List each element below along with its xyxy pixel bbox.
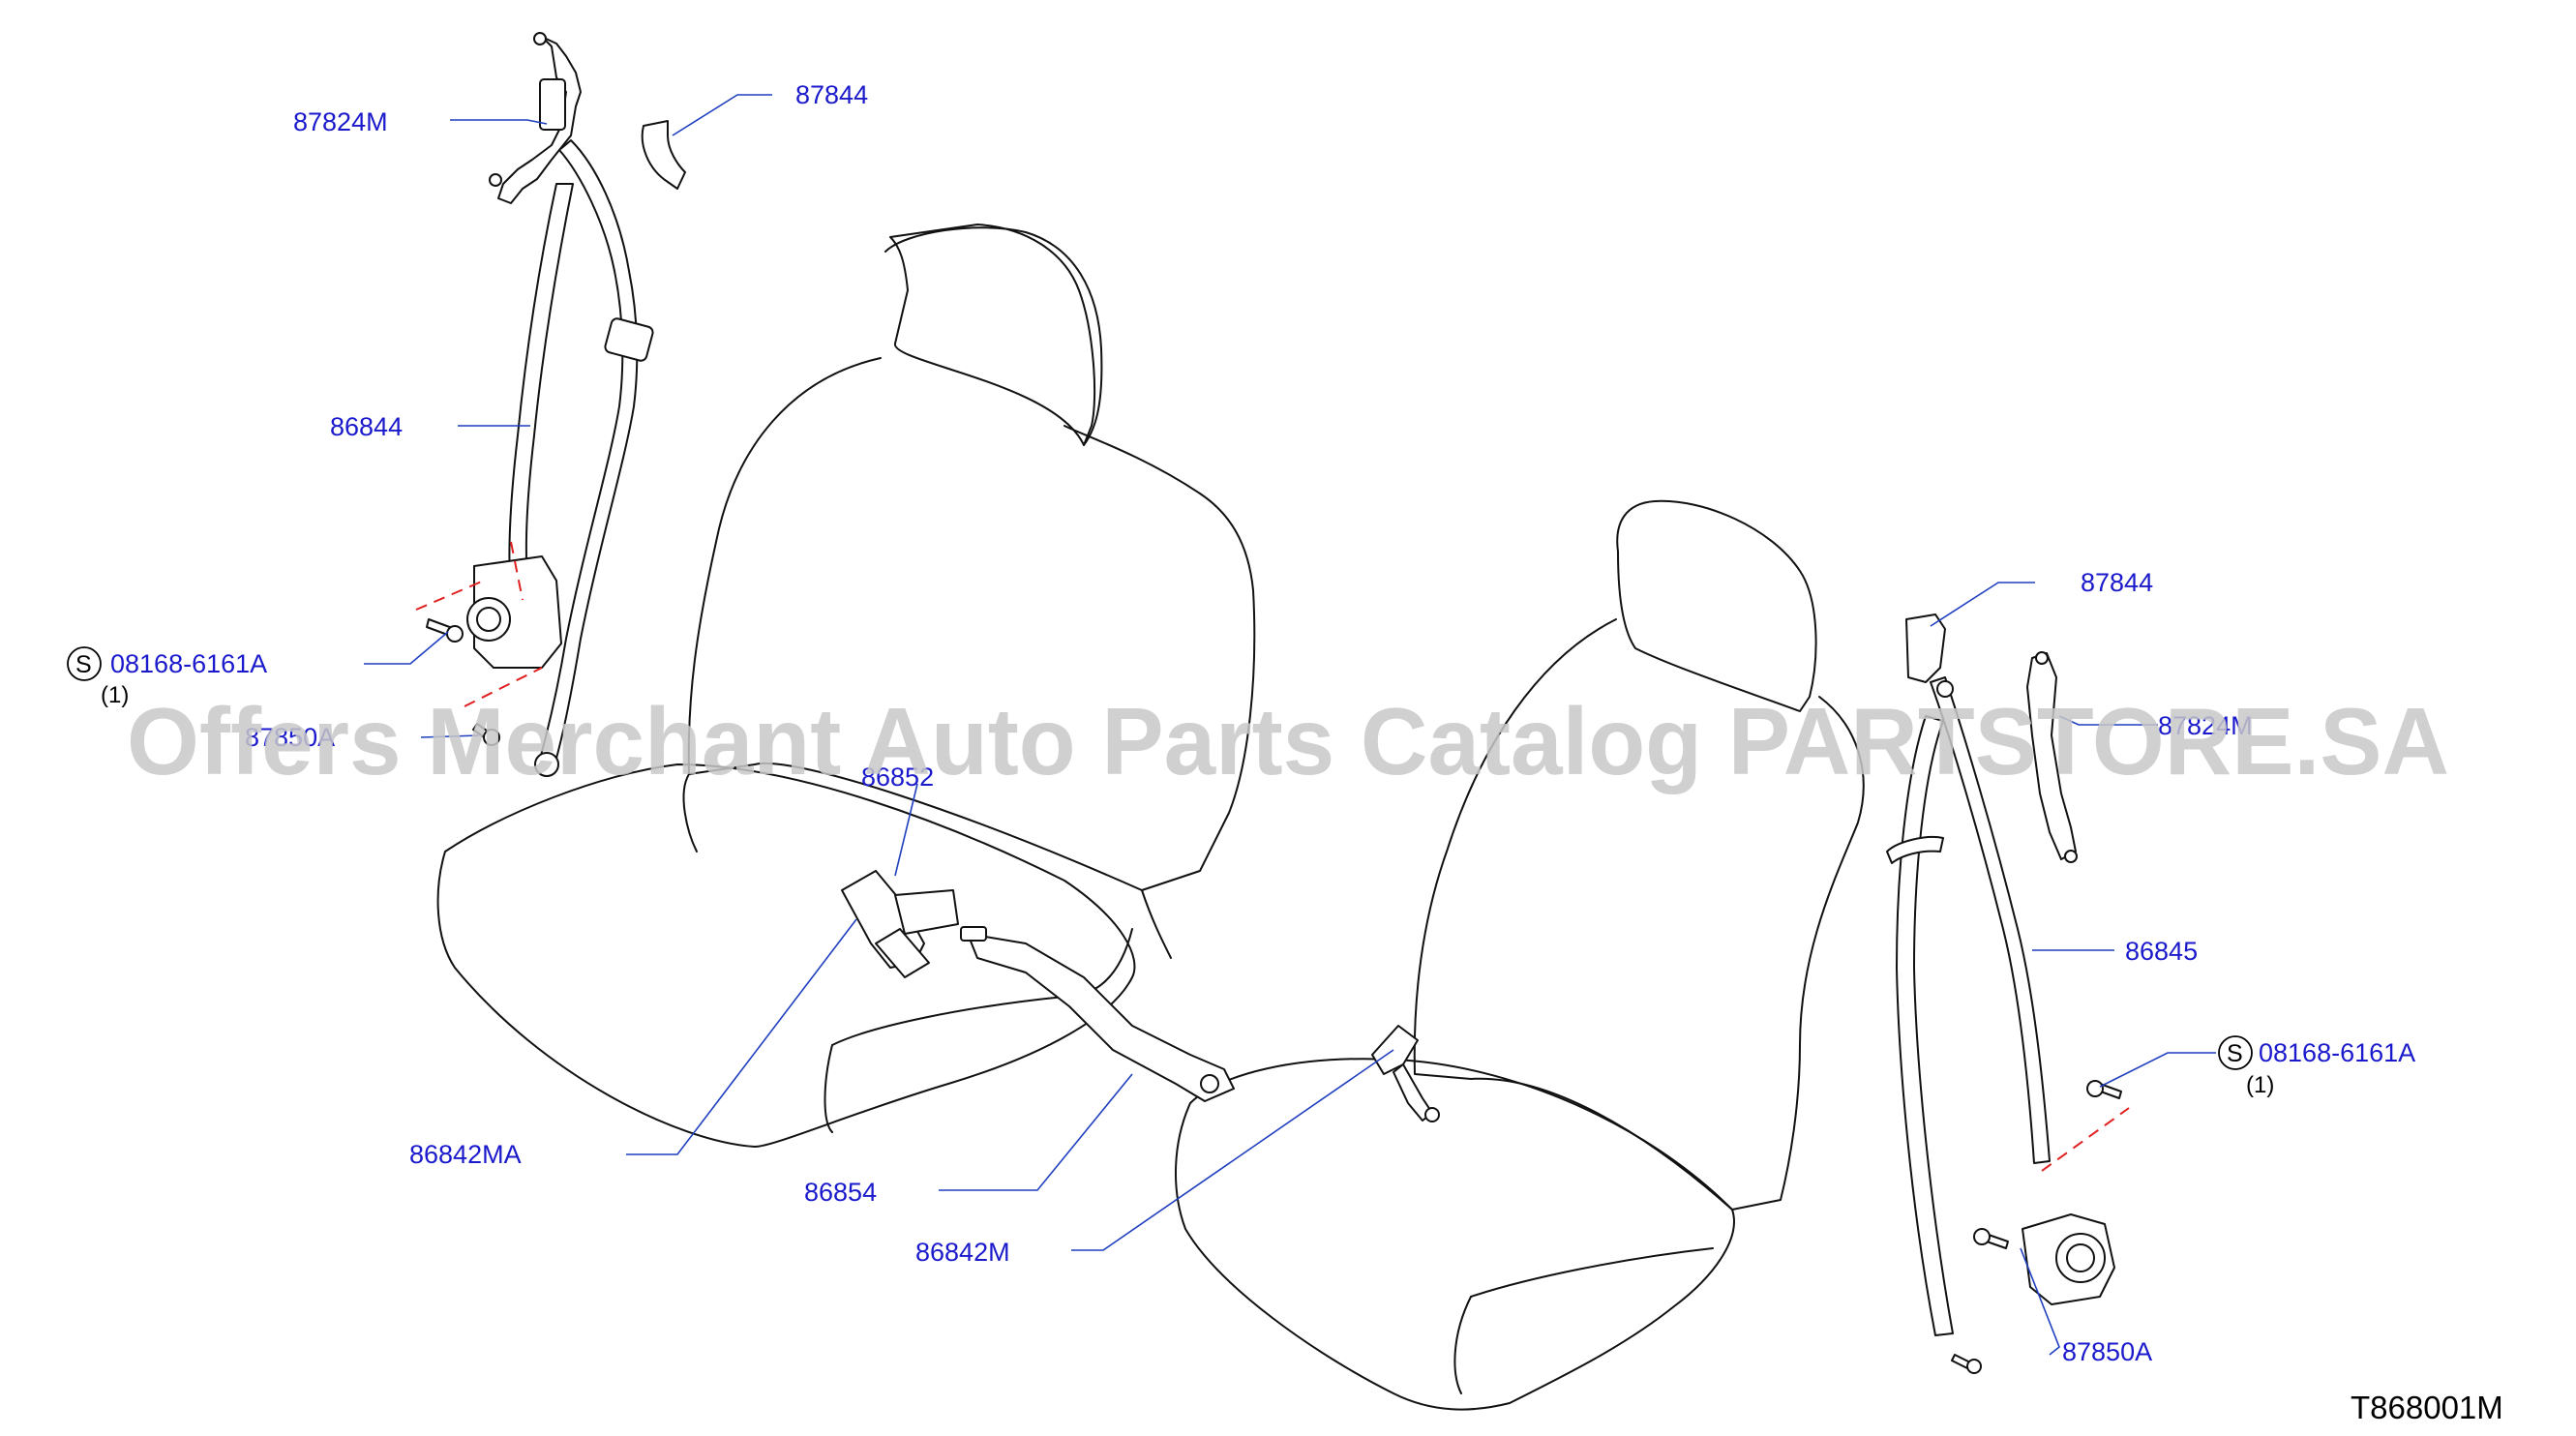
standard-part-symbol-left	[67, 646, 102, 681]
standard-part-symbol-left-label: S	[75, 651, 92, 678]
diagram-code: T868001M	[2351, 1390, 2503, 1425]
callout-86854: 86854	[804, 1178, 877, 1207]
callout-08168-6161A-right: 08168-6161A	[2259, 1038, 2415, 1067]
callout-86852: 86852	[861, 763, 934, 792]
callout-86844: 86844	[330, 412, 403, 441]
callout-87824M-left: 87824M	[293, 107, 388, 136]
callout-87850A-left: 87850A	[245, 723, 335, 752]
quantity-left: (1)	[101, 682, 129, 708]
left-seat-belt-assembly	[415, 32, 686, 777]
callout-87844-right: 87844	[2081, 568, 2153, 597]
callout-86842MA: 86842MA	[409, 1140, 522, 1169]
watermark: Offers Merchant Auto Parts Catalog PARTS…	[127, 688, 2449, 794]
callout-08168-6161A-left: 08168-6161A	[110, 649, 267, 678]
callout-87824M-right: 87824M	[2158, 711, 2253, 740]
callout-86842M: 86842M	[915, 1238, 1010, 1267]
standard-part-symbol-right	[2218, 1035, 2253, 1070]
right-seat-belt-assembly	[1886, 613, 2130, 1374]
callout-87844-left: 87844	[795, 80, 868, 109]
center-buckle-assemblies	[841, 870, 1440, 1122]
callout-86845: 86845	[2125, 937, 2198, 966]
right-seat	[1175, 499, 1865, 1411]
callout-87850A-right: 87850A	[2062, 1337, 2152, 1366]
quantity-right: (1)	[2246, 1072, 2274, 1098]
standard-part-symbol-right-label: S	[2227, 1040, 2243, 1067]
leader-lines	[364, 94, 2216, 1356]
